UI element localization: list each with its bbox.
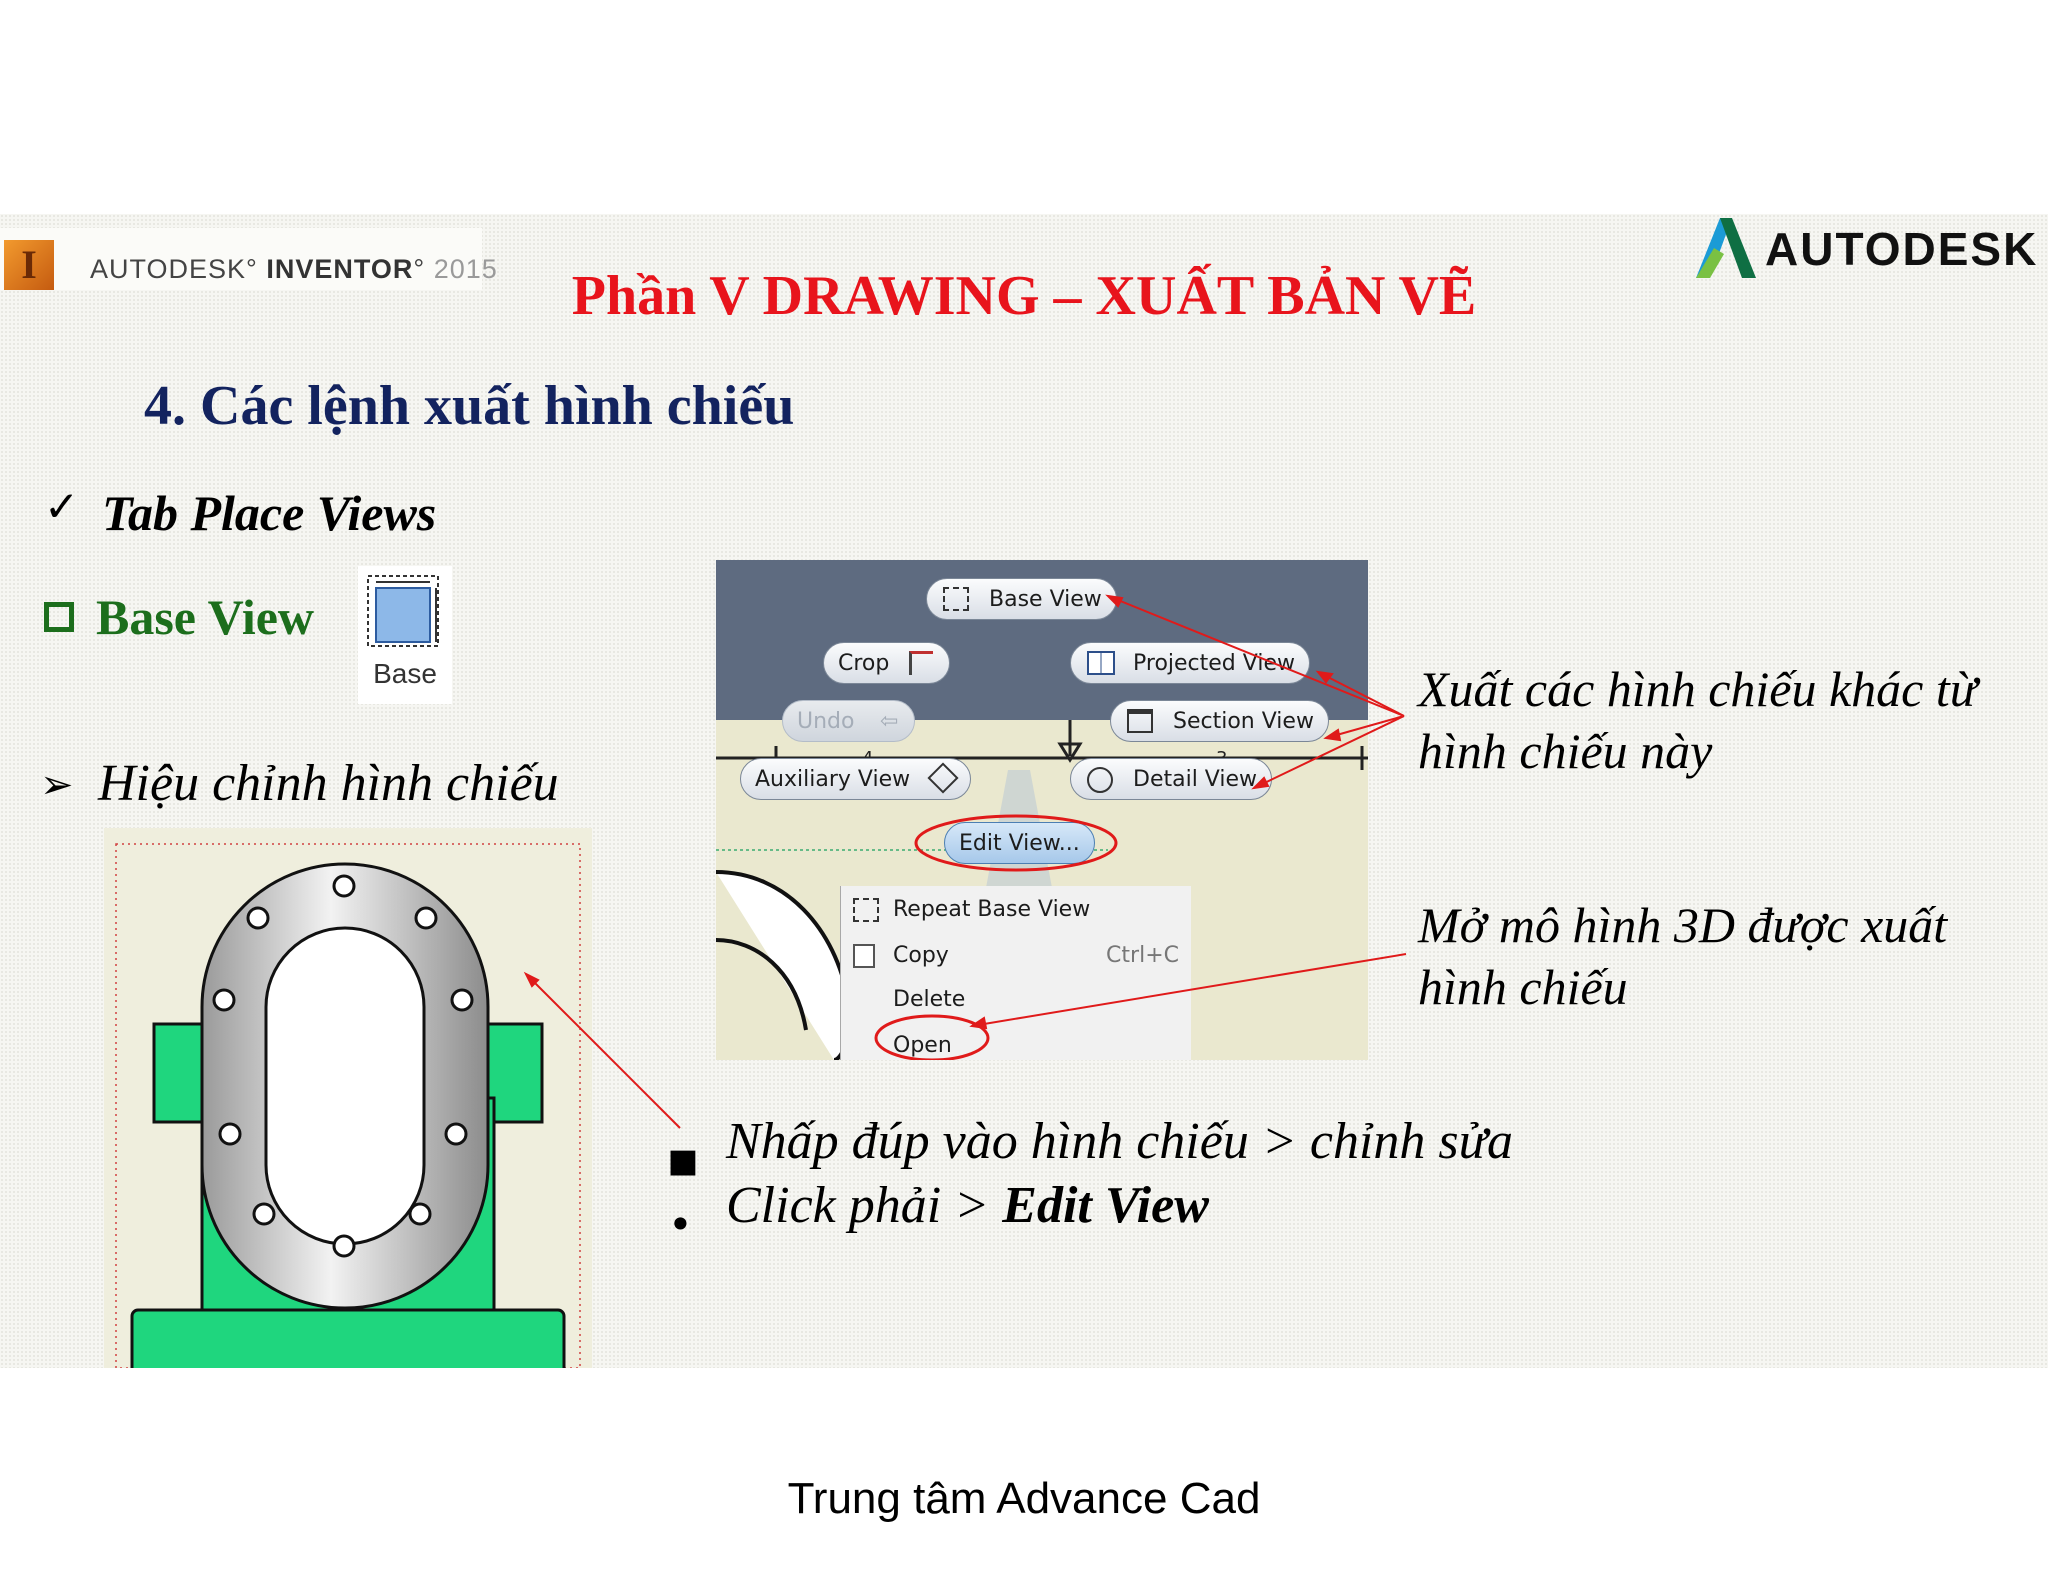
highlight-ellipses [874, 814, 1118, 1060]
square-bullet-icon: ▪ [666, 1130, 700, 1188]
inventor-logo: I AUTODESK° INVENTOR° 2015 [0, 228, 497, 290]
annotation-other-views: Xuất các hình chiếu khác từ hình chiếu n… [1418, 661, 1978, 779]
base-view-label: Base View [96, 589, 315, 645]
base-view-pill-icon [943, 587, 969, 611]
edit-heading: Hiệu chỉnh hình chiếu [98, 755, 559, 812]
inventor-wordmark: AUTODESK° INVENTOR° 2015 [90, 254, 498, 284]
menu-item-delete[interactable]: Delete [893, 987, 966, 1012]
footer: Trung tâm Advance Cad [787, 1474, 1261, 1523]
slide: I AUTODESK° INVENTOR° 2015 AUTODESK Phần… [0, 214, 2048, 1368]
checkbox-bullet-icon [44, 602, 74, 632]
bullet-right-click: Click phải > Edit View [726, 1177, 1209, 1234]
crop-icon [909, 651, 934, 675]
dot-bullet-icon: • [668, 1200, 693, 1249]
autodesk-wordmark: AUTODESK [1765, 223, 2039, 275]
detail-view-pill[interactable]: Detail View [1070, 758, 1273, 800]
base-view-button[interactable]: Base [358, 566, 452, 704]
base-view-pill[interactable]: Base View [926, 578, 1117, 620]
edit-view-pill[interactable]: Edit View... [944, 822, 1095, 864]
menu-item-repeat-base-view[interactable]: Repeat Base View [841, 888, 1191, 932]
checkmark-icon: ✓ [44, 482, 80, 531]
part-drawing [104, 828, 592, 1368]
slide-title: Phần V DRAWING – XUẤT BẢN VẼ [571, 265, 1477, 327]
base-view-icon [367, 575, 439, 647]
undo-icon: ⇦ [880, 709, 899, 734]
inventor-icon: I [4, 240, 54, 290]
section-heading: 4. Các lệnh xuất hình chiếu [144, 375, 795, 437]
context-menu-screenshot: 4 3 Base View Crop Projected View Undo ⇦… [716, 560, 1368, 1060]
repeat-base-view-icon [853, 898, 879, 922]
tab-place-views-label: Tab Place Views [102, 485, 437, 541]
auxiliary-view-pill[interactable]: Auxiliary View [740, 758, 972, 800]
autodesk-logo: AUTODESK [1690, 214, 2048, 282]
part-drawing-graphic [115, 843, 581, 1368]
menu-item-open[interactable]: Open [893, 1033, 952, 1058]
base-button-label: Base [373, 658, 437, 689]
detail-view-icon [1087, 767, 1113, 793]
undo-pill[interactable]: Undo ⇦ [782, 700, 916, 742]
arrow-bullet-icon: ➢ [40, 762, 74, 808]
bullet-double-click: Nhấp đúp vào hình chiếu > chỉnh sửa [726, 1113, 1514, 1170]
crop-pill[interactable]: Crop [823, 642, 951, 684]
annotation-open-model: Mở mô hình 3D được xuất hình chiếu [1418, 897, 1948, 1015]
autodesk-a-icon [1696, 218, 1756, 278]
copy-icon [853, 944, 875, 968]
